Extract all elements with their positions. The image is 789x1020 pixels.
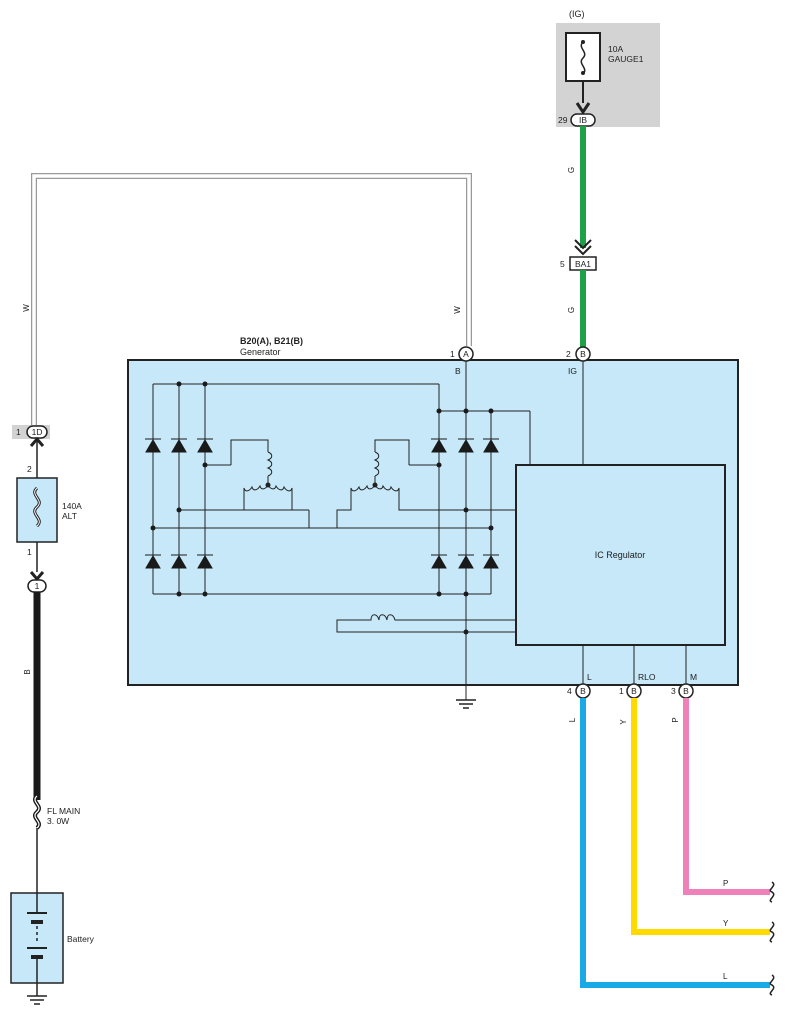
fl-main-rating: 3. 0W xyxy=(47,816,69,826)
svg-text:A: A xyxy=(463,349,469,359)
fusible-link-icon xyxy=(33,794,41,830)
ic-regulator-box xyxy=(515,464,726,646)
svg-text:B: B xyxy=(580,686,586,696)
terminal-m-pin: 3 xyxy=(671,686,676,696)
wire-y-label: Y xyxy=(619,719,628,725)
battery-label: Battery xyxy=(67,934,95,944)
ground-icon xyxy=(27,983,47,1005)
fl-main-name: FL MAIN xyxy=(47,806,80,816)
wire-w-left-label: W xyxy=(22,304,31,312)
terminal-ig-label: IG xyxy=(568,366,577,376)
connector-1d-pin: 1 xyxy=(16,427,21,437)
field-coil-icon xyxy=(336,614,516,633)
stator-coil-right-icon xyxy=(336,439,466,528)
connector-1d: 1D xyxy=(26,425,48,439)
stator-coil-left-icon xyxy=(230,439,309,511)
wire-p-end-label: P xyxy=(723,879,728,888)
connector-b-terminal-rlo: B xyxy=(626,683,642,699)
terminal-b-label: B xyxy=(455,366,461,376)
connector-a-terminal-b: A xyxy=(458,346,474,362)
wire-l-label: L xyxy=(568,717,577,722)
connector-arrow-icon xyxy=(29,571,45,582)
svg-text:1: 1 xyxy=(35,581,40,591)
battery-icon xyxy=(27,893,47,983)
terminal-ig-pin: 2 xyxy=(566,349,571,359)
connector-ib-pin: 29 xyxy=(558,115,568,125)
fuse-alt-icon xyxy=(33,486,41,528)
connector-ib: IB xyxy=(570,113,596,127)
terminal-m-label: M xyxy=(690,672,697,682)
wire-p-label: P xyxy=(671,717,680,722)
junction-dots xyxy=(150,381,494,635)
connector-arrow-icon xyxy=(575,102,591,115)
fuse-alt-pin-top: 2 xyxy=(27,464,32,474)
fuse-gauge1-name: GAUGE1 xyxy=(608,54,644,64)
diode-icons xyxy=(145,438,499,569)
svg-text:1D: 1D xyxy=(32,427,43,437)
wire-p xyxy=(683,698,770,895)
svg-text:IB: IB xyxy=(579,115,587,125)
connector-b-terminal-l: B xyxy=(575,683,591,699)
terminal-rlo-pin: 1 xyxy=(619,686,624,696)
svg-text:B: B xyxy=(580,349,586,359)
wire-b-label: B xyxy=(23,669,32,674)
fuse-alt-pin-bottom: 1 xyxy=(27,547,32,557)
connector-ba1: BA1 xyxy=(569,256,597,271)
svg-text:B: B xyxy=(631,686,637,696)
ic-regulator-label: IC Regulator xyxy=(595,550,646,560)
ground-icon xyxy=(456,699,476,709)
generator-connectors: B20(A), B21(B) xyxy=(240,336,303,346)
wire-y-end-label: Y xyxy=(723,919,729,928)
fuse-gauge1-icon xyxy=(565,32,601,82)
connector-arrow-icon xyxy=(574,239,592,256)
terminal-l-pin: 4 xyxy=(567,686,572,696)
power-source-label: (IG) xyxy=(569,9,585,19)
connector-ba1-pin: 5 xyxy=(560,259,565,269)
fuse-alt-box xyxy=(16,477,58,543)
wire-g-lower-label: G xyxy=(567,307,576,313)
wire-l-end-label: L xyxy=(723,972,728,981)
fuse-alt-rating: 140A xyxy=(62,501,82,511)
generator-name: Generator xyxy=(240,347,281,357)
svg-text:BA1: BA1 xyxy=(575,259,591,269)
wire-g-upper-label: G xyxy=(567,167,576,173)
wire-l xyxy=(580,698,770,988)
connector-b-terminal-m: B xyxy=(678,683,694,699)
fuse-gauge1-rating: 10A xyxy=(608,44,623,54)
wire-y xyxy=(631,698,770,935)
connector-b-terminal-ig: B xyxy=(575,346,591,362)
fuse-alt-name: ALT xyxy=(62,511,77,521)
terminal-b-pin: 1 xyxy=(450,349,455,359)
wire-w-right-label: W xyxy=(453,306,462,314)
svg-text:B: B xyxy=(683,686,689,696)
wire-break-icons xyxy=(769,881,775,996)
connector-1: 1 xyxy=(27,579,47,593)
terminal-l-label: L xyxy=(587,672,592,682)
terminal-rlo-label: RLO xyxy=(638,672,656,682)
